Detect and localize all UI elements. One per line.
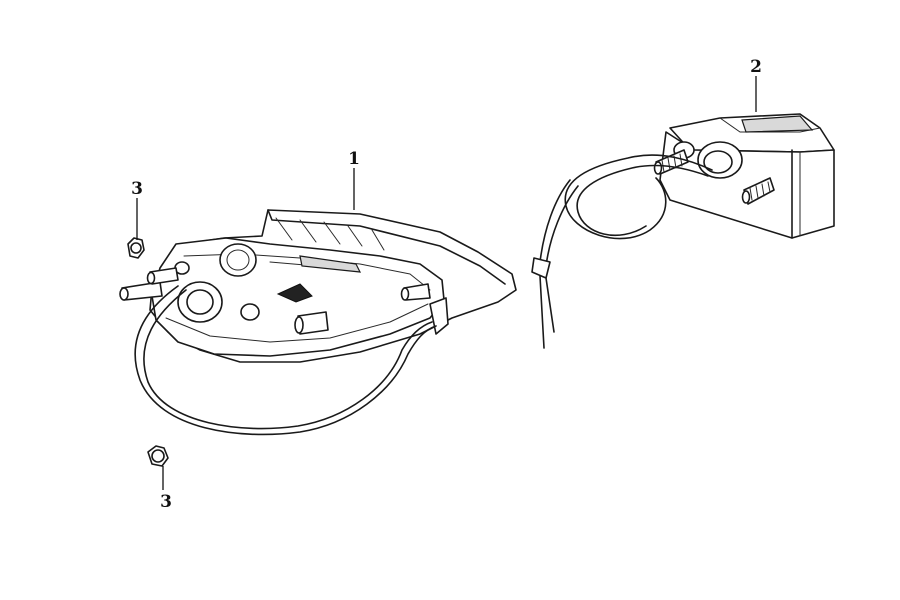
callout-2: 2 [750,57,762,77]
part-1-tail-light-assembly [119,209,517,436]
callout-3-lower: 3 [160,492,172,512]
callout-1: 1 [348,149,360,169]
part-3-nut-upper [127,237,145,259]
part-2-license-light [531,113,835,349]
callout-3-upper: 3 [131,179,143,199]
part-3-nut-lower [147,445,169,467]
